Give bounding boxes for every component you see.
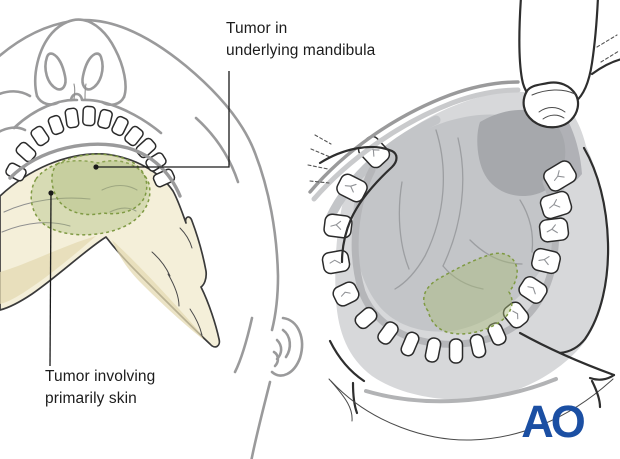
right-cheek-outline xyxy=(558,146,610,355)
ear xyxy=(233,316,304,377)
annotation-line: underlying mandibula xyxy=(226,42,376,59)
lower-teeth xyxy=(321,135,577,364)
left-commissure xyxy=(318,145,398,264)
lower-lip-curves xyxy=(328,331,616,441)
annotation-line: Tumor involving xyxy=(45,368,156,385)
tumor-skin-region xyxy=(30,160,151,236)
retracted-lip-band xyxy=(308,80,520,194)
leader-lines xyxy=(48,71,230,367)
right-nostril xyxy=(81,52,104,91)
extraoral-chin-view xyxy=(0,18,304,459)
tumor-regions-extraoral xyxy=(3,153,151,236)
callout-dot-skin xyxy=(48,190,54,196)
annotation-mandibula-tumor: Tumor in underlying mandibula xyxy=(226,18,375,62)
upper-teeth xyxy=(5,105,176,188)
leader-line-skin xyxy=(49,192,52,367)
callout-dot-mandibula xyxy=(93,164,99,170)
tumor-mandibula-region xyxy=(51,153,148,216)
upper-lip xyxy=(12,83,163,135)
finger xyxy=(518,0,599,129)
lip-chin-arc xyxy=(8,142,182,198)
tongue-detail-lines xyxy=(394,129,534,290)
left-nostril xyxy=(44,52,67,91)
retraction-hatches xyxy=(307,34,620,184)
leader-line-mandibula xyxy=(96,71,230,168)
fingertip xyxy=(522,81,580,129)
mandible-chin xyxy=(0,153,221,348)
annotation-line: Tumor in xyxy=(226,20,288,37)
intraoral-floor-of-mouth-view: AO xyxy=(307,0,620,447)
annotation-skin-tumor: Tumor involving primarily skin xyxy=(45,366,155,410)
nose xyxy=(33,18,127,107)
annotation-line: primarily skin xyxy=(45,390,137,407)
ao-logo: AO xyxy=(521,396,584,447)
tumor-floor-of-mouth-region xyxy=(423,252,518,335)
